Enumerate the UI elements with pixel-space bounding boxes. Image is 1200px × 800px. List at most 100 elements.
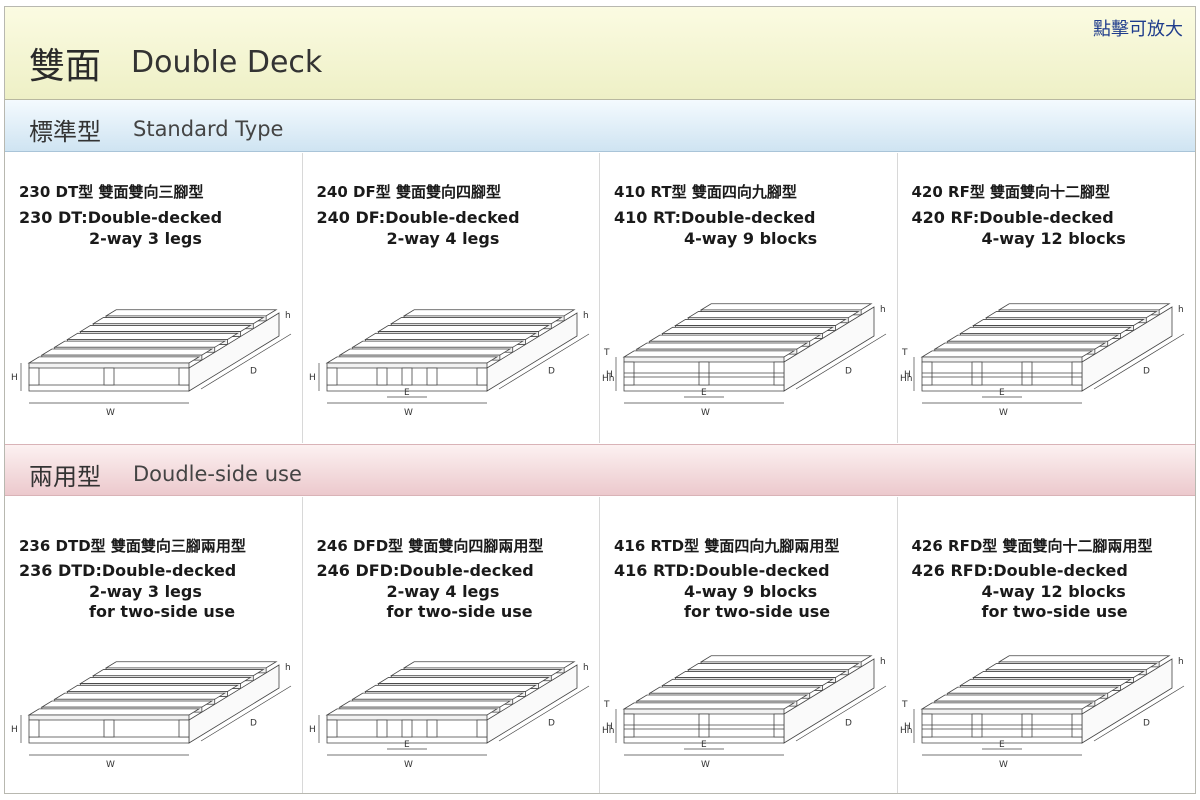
product-use-en: for two-side use: [386, 602, 533, 621]
top-deck-board: [337, 348, 511, 356]
leg: [401, 719, 412, 738]
block: [698, 713, 710, 738]
top-thickness-label: T: [901, 348, 908, 358]
top-deck-board: [945, 334, 1119, 342]
top-deck-board: [363, 332, 537, 340]
top-deck-board: [104, 661, 278, 669]
product-spec-en: 2-way 3 legs: [89, 582, 202, 601]
product-card[interactable]: 420 RF型 雙面雙向十二腳型 420 RF:Double-decked 4-…: [898, 153, 1196, 443]
section-title-en: Doudle-side use: [133, 462, 302, 486]
top-deck-board: [622, 350, 796, 358]
board-front-edge: [28, 362, 190, 369]
product-use-en: for two-side use: [684, 602, 831, 621]
top-deck-board: [27, 708, 201, 716]
standard-grid: 230 DT型 雙面雙向三腳型 230 DT:Double-decked 2-w…: [5, 153, 1195, 443]
top-deck-board: [958, 678, 1132, 686]
deck-thickness-label: h: [1178, 657, 1184, 667]
product-card[interactable]: 230 DT型 雙面雙向三腳型 230 DT:Double-decked 2-w…: [5, 153, 303, 443]
product-name-en: 230 DT:Double-decked: [19, 208, 223, 227]
top-deck-board: [674, 319, 847, 326]
width-label: W: [106, 408, 115, 418]
depth-dimension-line: [498, 333, 589, 390]
entry-label: E: [404, 740, 410, 750]
product-spec-en: 4-way 12 blocks: [981, 582, 1126, 601]
product-model-zh: 426 RFD型 雙面雙向十二腳兩用型: [911, 537, 1153, 555]
entry-label: E: [404, 388, 410, 398]
leg: [103, 367, 115, 386]
bottom-deck-board: [28, 736, 190, 744]
product-name-en: 416 RTD:Double-decked: [614, 561, 830, 580]
top-deck-board: [661, 326, 835, 334]
top-deck-board: [932, 694, 1106, 702]
top-deck-board: [325, 708, 498, 716]
top-deck-board: [66, 332, 240, 340]
block-height-label: Hh: [602, 374, 614, 384]
top-deck-board: [686, 311, 860, 319]
top-deck-board: [40, 348, 214, 356]
top-deck-board: [91, 669, 265, 677]
leg: [28, 719, 40, 738]
top-deck-board: [91, 317, 265, 325]
top-thickness-label: T: [603, 348, 610, 358]
depth-label: D: [1143, 367, 1150, 377]
product-model-zh: 246 DFD型 雙面雙向四腳兩用型: [316, 537, 544, 555]
product-name-en: 240 DF:Double-decked: [316, 208, 520, 227]
zoom-link[interactable]: 點擊可放大: [1093, 19, 1183, 40]
width-label: W: [999, 408, 1008, 418]
top-deck-board: [622, 702, 796, 710]
product-spec-en: 4-way 9 blocks: [684, 229, 818, 248]
top-deck-board: [402, 661, 576, 669]
deck-thickness-label: h: [583, 663, 589, 673]
product-card[interactable]: 236 DTD型 雙面雙向三腳兩用型 236 DTD:Double-decked…: [5, 497, 303, 793]
product-name-en: 246 DFD:Double-decked: [316, 561, 534, 580]
product-spec-en: 4-way 12 blocks: [981, 229, 1126, 248]
section-title-zh: 兩用型: [29, 463, 101, 491]
catalog-page: 雙面 Double Deck 點擊可放大 標準型 Standard Type 2…: [4, 6, 1196, 794]
top-deck-board: [932, 342, 1106, 350]
product-spec-en: 2-way 4 legs: [386, 582, 500, 601]
height-label: H: [904, 370, 911, 380]
block: [1071, 361, 1082, 386]
product-card[interactable]: 426 RFD型 雙面雙向十二腳兩用型 426 RFD:Double-decke…: [898, 497, 1196, 793]
top-deck-board: [920, 350, 1093, 358]
top-deck-board: [648, 334, 822, 342]
top-thickness-label: T: [901, 700, 908, 710]
top-deck-board: [53, 340, 227, 348]
top-deck-board: [686, 663, 860, 671]
entry-label: E: [701, 388, 707, 398]
width-label: W: [404, 760, 413, 770]
depth-dimension-line: [200, 333, 292, 390]
depth-dimension-line: [1093, 685, 1184, 742]
bottom-deck-board: [623, 384, 785, 392]
section-title-en: Standard Type: [133, 117, 284, 141]
width-label: W: [701, 408, 710, 418]
product-card[interactable]: 416 RTD型 雙面四向九腳兩用型 416 RTD:Double-decked…: [600, 497, 898, 793]
product-name-en: 420 RF:Double-decked: [911, 208, 1114, 227]
product-card[interactable]: 246 DFD型 雙面雙向四腳兩用型 246 DFD:Double-decked…: [303, 497, 600, 793]
leg: [376, 719, 387, 738]
top-deck-board: [79, 325, 252, 332]
product-model-zh: 230 DT型 雙面雙向三腳型: [19, 183, 204, 201]
depth-label: D: [250, 719, 257, 729]
leg: [426, 719, 437, 738]
block: [971, 713, 982, 738]
leg: [103, 719, 115, 738]
block: [623, 713, 635, 738]
top-deck-board: [350, 340, 524, 348]
product-card[interactable]: 240 DF型 雙面雙向四腳型 240 DF:Double-decked 2-w…: [303, 153, 600, 443]
product-card[interactable]: 410 RT型 雙面四向九腳型 410 RT:Double-decked 4-w…: [600, 153, 898, 443]
top-deck-board: [674, 671, 847, 678]
top-deck-board: [389, 317, 563, 325]
product-use-en: for two-side use: [981, 602, 1128, 621]
top-deck-board: [350, 692, 524, 700]
top-deck-board: [337, 700, 511, 708]
product-model-zh: 410 RT型 雙面四向九腳型: [614, 183, 797, 201]
leg: [326, 719, 337, 738]
height-label: H: [606, 722, 613, 732]
top-deck-board: [104, 309, 278, 317]
height-label: H: [309, 373, 316, 383]
block-height-label: Hh: [602, 726, 614, 736]
